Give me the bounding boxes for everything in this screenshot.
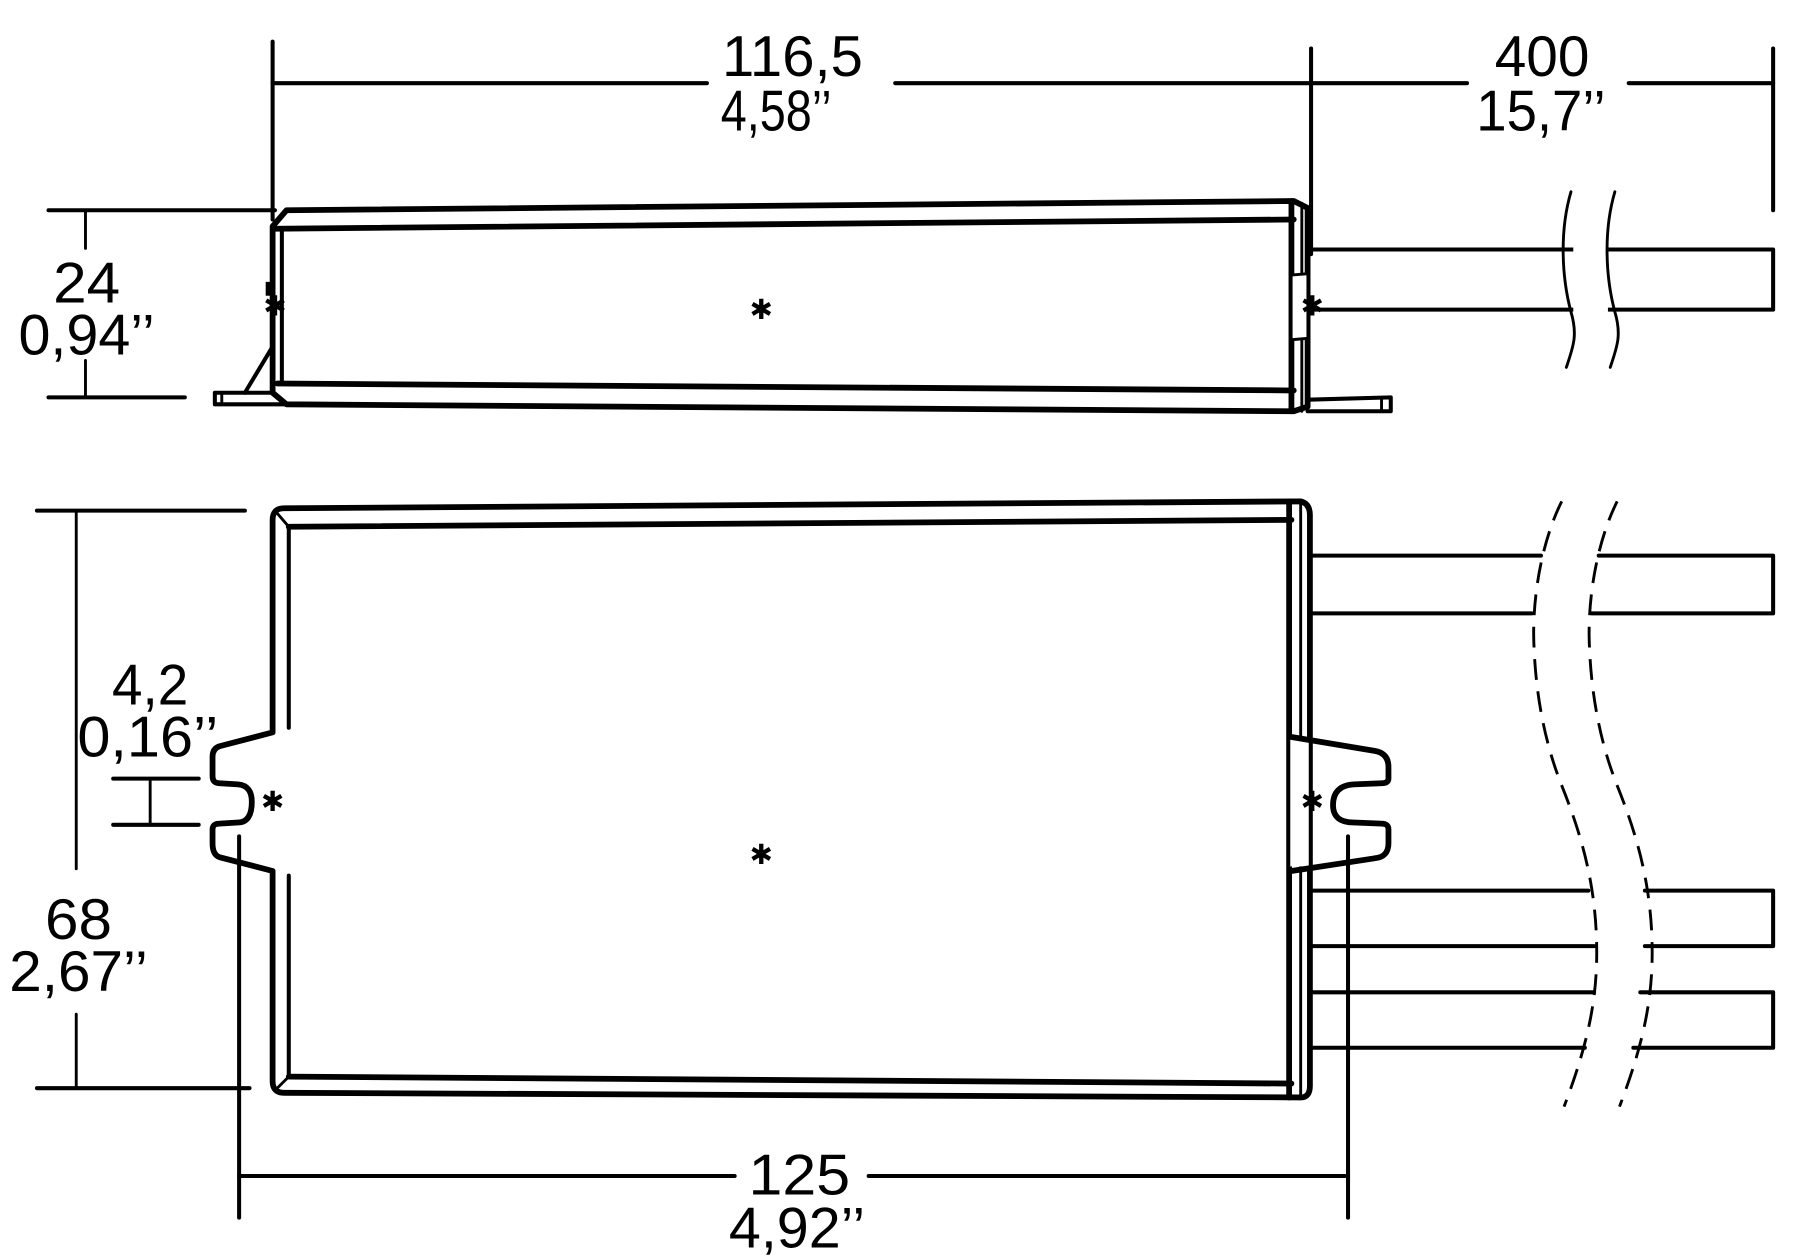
dimension-overall-length: 125 4,92’’ — [237, 834, 1351, 1258]
side-view-cable — [1309, 190, 1776, 369]
slot-inch: 0,16’’ — [77, 706, 218, 770]
height-mm: 24 — [53, 252, 120, 316]
width-mm: 68 — [45, 888, 112, 952]
dimension-slot: 4,2 0,16’’ — [77, 654, 218, 827]
slot-mm: 4,2 — [112, 654, 188, 718]
marker-icon: ✱ — [1301, 785, 1324, 818]
height-inch: 0,94’’ — [18, 304, 154, 368]
marker-icon: ✱ — [750, 293, 773, 326]
marker-icon: ✱ — [750, 838, 773, 871]
length-top-inch: 4,58’’ — [721, 80, 832, 144]
marker-icon: ✱ — [1301, 289, 1324, 322]
overall-length-inch: 4,92’’ — [729, 1197, 865, 1258]
cable-length-mm: 400 — [1495, 25, 1590, 89]
cable-length-inch: 15,7’’ — [1476, 80, 1605, 144]
top-view: ✱ ✱ ✱ — [209, 498, 1392, 1101]
dimension-length-top: 116,5 4,58’’ — [270, 25, 1470, 257]
dimension-height: 24 0,94’’ — [18, 208, 277, 400]
top-view-cables — [1310, 500, 1776, 1108]
overall-length-mm: 125 — [749, 1143, 851, 1207]
side-view: ✱ ✱ ✱ — [212, 198, 1393, 415]
dimension-width: 68 2,67’’ — [9, 508, 252, 1091]
marker-icon: ✱ — [263, 289, 286, 322]
length-top-mm: 116,5 — [722, 25, 863, 89]
width-inch: 2,67’’ — [9, 940, 148, 1004]
dimension-cable-length: 400 15,7’’ — [1476, 25, 1776, 213]
marker-icon: ✱ — [261, 785, 284, 818]
